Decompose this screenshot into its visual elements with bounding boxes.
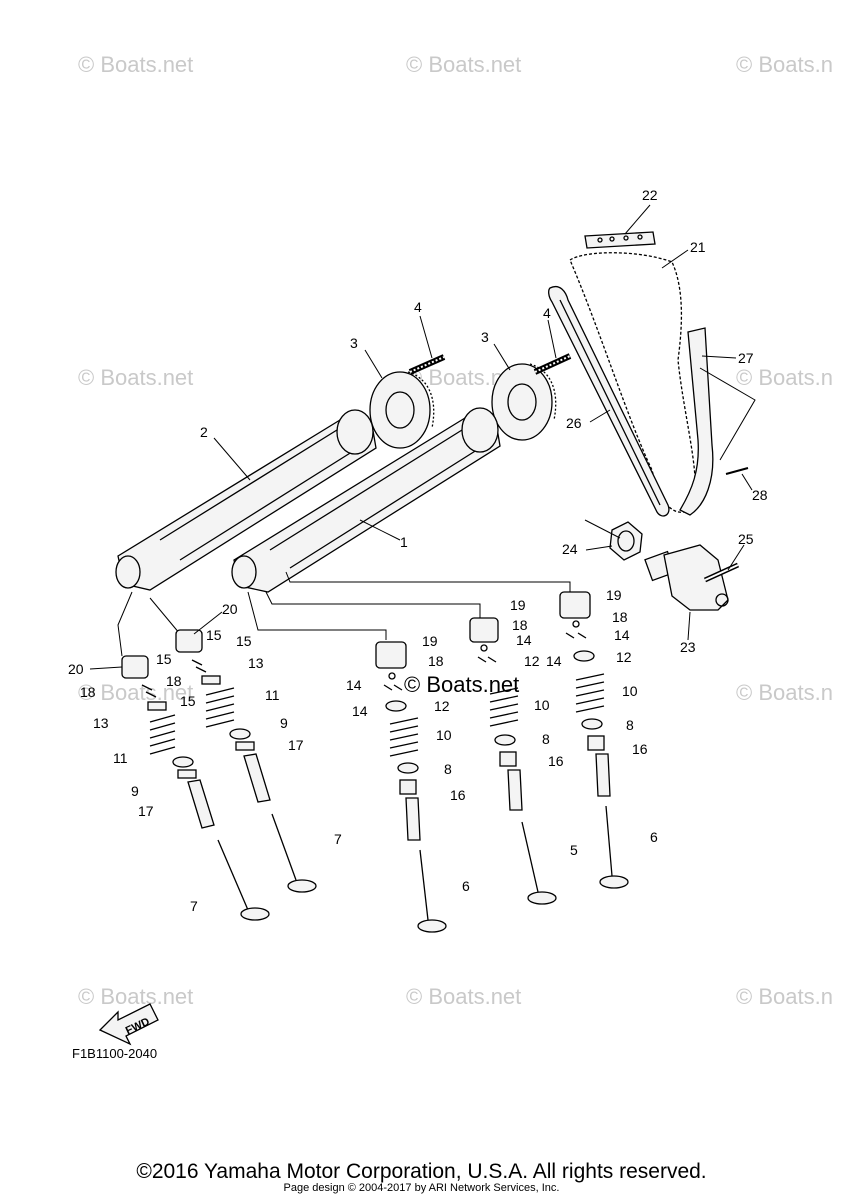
watermark: © Boats.net [406,52,521,77]
callouts: 22 21 27 26 28 25 24 23 4 3 4 3 2 1 20 1… [68,187,768,914]
callout: 14 [546,653,562,669]
callout: 21 [690,239,706,255]
callout: 16 [632,741,648,757]
watermark: © Boats.n [736,52,833,77]
callout: 2 [200,424,208,440]
page-design-credit: Page design © 2004-2017 by ARI Network S… [283,1182,560,1194]
watermark-layer: © Boats.net © Boats.net © Boats.n © Boat… [78,52,833,1009]
callout: 4 [414,299,422,315]
tensioner-gasket [609,521,643,561]
watermark: © Boats.net [78,680,193,705]
callout: 12 [434,698,450,714]
callout: 15 [236,633,252,649]
callout: 8 [444,761,452,777]
callout: 7 [334,831,342,847]
callout: 12 [616,649,632,665]
callout: 22 [642,187,658,203]
valve-assembly-a [121,655,270,921]
watermark: © Boats.net [78,365,193,390]
callout: 15 [156,651,172,667]
callout: 19 [422,633,438,649]
valve-assembly-e [559,591,629,889]
valve-assembly-b [175,629,317,893]
callout: 16 [450,787,466,803]
callout: 18 [166,673,182,689]
callout: 13 [93,715,109,731]
callout: 10 [622,683,638,699]
callout: 10 [534,697,550,713]
callout: 4 [543,305,551,321]
callout: 20 [68,661,84,677]
callout: 26 [566,415,582,431]
callout: 18 [512,617,528,633]
watermark: © Boats.n [736,984,833,1009]
callout: 11 [113,750,128,766]
callout: 23 [680,639,696,655]
sprocket-bolt-left [408,354,446,375]
leader-lines [89,204,753,670]
callout: 14 [346,677,362,693]
callout: 24 [562,541,578,557]
callout: 14 [516,632,532,648]
callout: 14 [614,627,630,643]
chain-guide-front [548,285,670,517]
watermark: © Boats.n [736,365,833,390]
callout: 8 [626,717,634,733]
callout: 15 [206,627,222,643]
callout: 16 [548,753,564,769]
callout: 3 [481,329,489,345]
chain-guide-top [584,231,656,249]
valve-assembly-d [469,617,557,905]
tensioner-bolt [703,562,740,583]
forward-arrow-icon: FWD [98,1003,159,1046]
callout: 10 [436,727,452,743]
valve-assembly-c [375,641,447,933]
callout: 15 [180,693,196,709]
callout: 7 [190,898,198,914]
copyright-notice: ©2016 Yamaha Motor Corporation, U.S.A. A… [136,1160,707,1183]
callout: 8 [542,731,550,747]
sprocket-bolt-right [533,353,572,375]
camshaft-exhaust [115,409,377,591]
callout: 6 [650,829,658,845]
figure-code: F1B1100-2040 [72,1046,157,1061]
callout: 18 [428,653,444,669]
callout: 9 [131,783,139,799]
callout: 12 [524,653,540,669]
callout: 27 [738,350,754,366]
callout: 6 [462,878,470,894]
reference-lines [117,367,756,657]
callout: 17 [138,803,154,819]
callout: 18 [80,684,96,700]
callout: 5 [570,842,578,858]
watermark: © Boats.net [78,984,193,1009]
callout: 11 [265,687,280,703]
callout: 3 [350,335,358,351]
callout: 9 [280,715,288,731]
timing-chain [569,252,696,513]
watermark: © Boats.n [736,680,833,705]
pin [725,467,749,475]
callout: 18 [612,609,628,625]
cam-sprocket-right [491,363,557,441]
callout: 17 [288,737,304,753]
camshaft-intake [231,407,501,593]
watermark-center: © Boats.net [404,672,519,697]
callout: 13 [248,655,264,671]
callout: 28 [752,487,768,503]
cam-chain-tensioner [644,544,729,611]
callout: 19 [606,587,622,603]
callout: 20 [222,601,238,617]
cam-sprocket-left [369,371,435,449]
callout: 1 [400,534,408,550]
callout: 14 [352,703,368,719]
chain-tensioner-lever [679,327,714,516]
watermark: © Boats.net [78,52,193,77]
callout: 25 [738,531,754,547]
callout: 19 [510,597,526,613]
watermark: © Boats.net [406,984,521,1009]
